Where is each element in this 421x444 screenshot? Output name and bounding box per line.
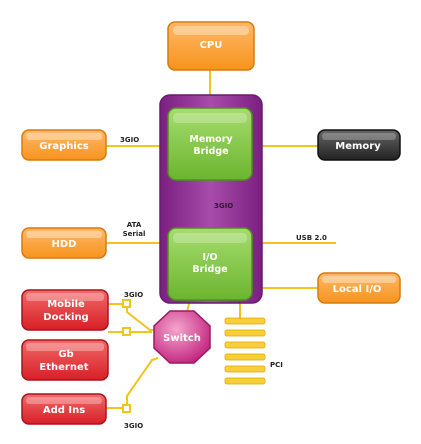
gb-ethernet-box: Gb Ethernet — [21, 339, 109, 381]
graphics-label: Graphics — [39, 141, 89, 152]
io-bridge-label-1: I/O — [202, 252, 217, 263]
pci-bus — [224, 317, 266, 385]
cpu-label: CPU — [200, 40, 223, 51]
connection-lines — [106, 70, 336, 409]
switch-node: Switch — [153, 310, 211, 364]
link-labels: 3GIO 3GIO ATA Serial USB 2.0 3GIO 3GIO P… — [120, 136, 327, 430]
port-marker — [122, 299, 131, 308]
add-ins-box: Add Ins — [21, 393, 107, 425]
ata-serial-label-1: ATA — [127, 221, 142, 229]
pci-slot — [224, 317, 266, 325]
gb-ethernet-label-1: Gb — [58, 349, 73, 360]
io-bridge: I/O Bridge — [167, 227, 253, 301]
pci-slot — [224, 329, 266, 337]
port-markers — [122, 299, 131, 413]
pci-slot — [224, 365, 266, 373]
pci-slot — [224, 341, 266, 349]
graphics-box: Graphics — [21, 129, 107, 161]
add-ins-label: Add Ins — [43, 405, 85, 416]
pci-slot — [224, 377, 266, 385]
mobile-docking-box: Mobile Docking — [21, 289, 109, 331]
local-io-box: Local I/O — [317, 272, 401, 304]
port-marker — [122, 404, 131, 413]
memory-label: Memory — [335, 141, 381, 152]
add-ins-link-line — [106, 357, 159, 409]
memory-bridge: Memory Bridge — [167, 107, 253, 181]
switch-bottom-label: 3GIO — [124, 422, 143, 430]
cpu-box: CPU — [167, 21, 255, 71]
mobile-docking-label-2: Docking — [43, 312, 88, 323]
local-io-label: Local I/O — [333, 284, 382, 295]
mobile-docking-label-1: Mobile — [47, 299, 85, 310]
usb-label: USB 2.0 — [296, 234, 327, 242]
gb-ethernet-label-2: Ethernet — [39, 362, 88, 373]
io-bridge-label-2: Bridge — [192, 264, 227, 275]
hdd-box: HDD — [21, 227, 107, 259]
pci-slot — [224, 353, 266, 361]
memory-bridge-label-2: Bridge — [193, 146, 228, 157]
memory-bridge-label-1: Memory — [189, 134, 233, 145]
docking-link-line — [108, 303, 158, 331]
bridge-link-label: 3GIO — [214, 202, 233, 210]
port-marker — [122, 327, 131, 336]
hdd-label: HDD — [52, 239, 77, 250]
pci-label: PCI — [270, 361, 283, 369]
switch-top-label: 3GIO — [124, 291, 143, 299]
switch-label: Switch — [163, 333, 201, 344]
ata-serial-label-2: Serial — [123, 230, 146, 238]
graphics-link-label: 3GIO — [120, 136, 139, 144]
memory-box: Memory — [317, 129, 401, 161]
